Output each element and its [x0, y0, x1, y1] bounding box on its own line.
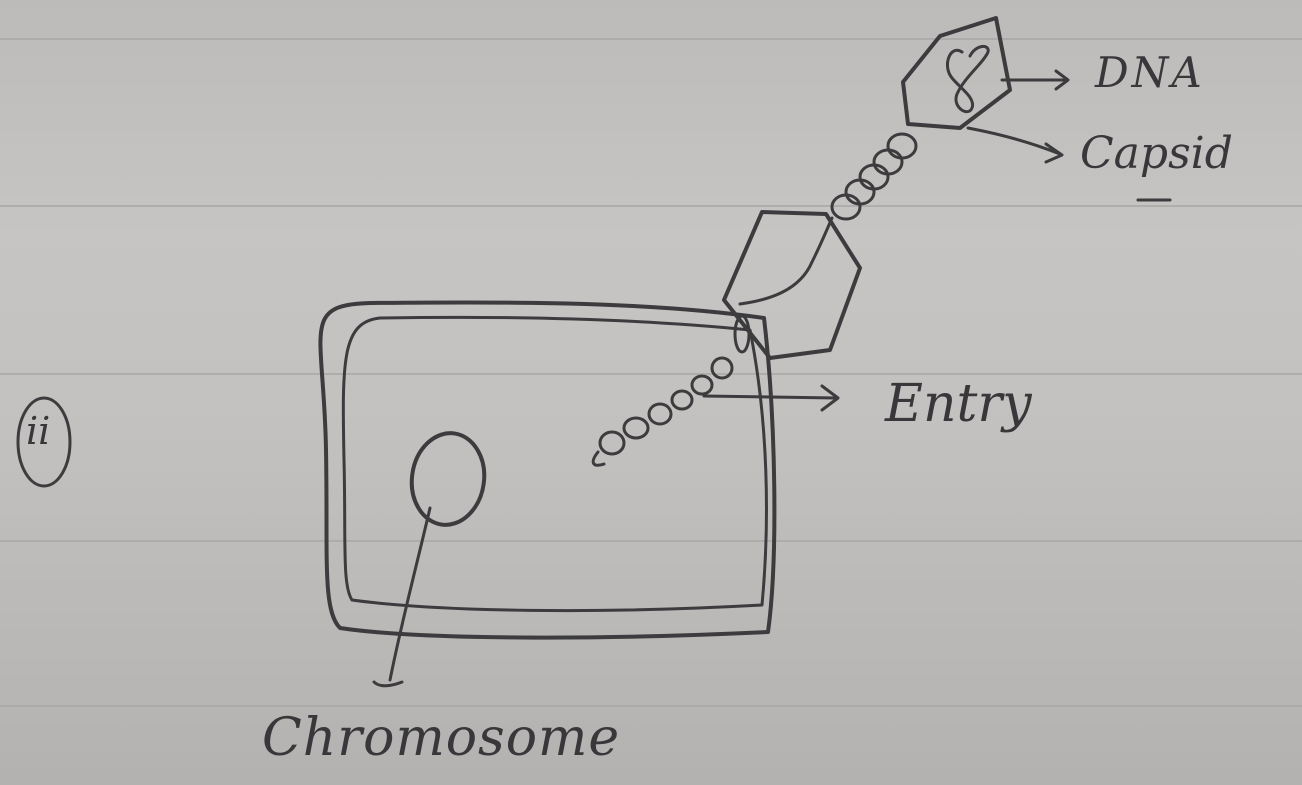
capsid-dna-squiggle	[946, 45, 990, 114]
question-marker: ii	[26, 409, 51, 453]
entering-dna-coil	[670, 389, 694, 411]
capsid-label: Capsid	[1080, 128, 1233, 179]
ruled-line	[0, 38, 1302, 40]
phage-tail-coil	[830, 193, 862, 221]
chromosome-label: Chromosome	[262, 708, 621, 768]
ruled-line	[0, 540, 1302, 542]
dna-arrow	[1000, 69, 1070, 91]
entering-dna-coil	[622, 416, 650, 440]
entering-dna-tail	[591, 450, 606, 467]
phage-tail-coil	[844, 178, 876, 206]
entry-arrow	[702, 384, 840, 412]
phage-tail-coil	[858, 163, 890, 191]
bacterial-cell-wall	[318, 300, 777, 640]
phage-empty-coat	[722, 210, 862, 360]
phage-tail-coil	[872, 148, 904, 176]
entering-dna-coil	[647, 402, 673, 426]
entering-dna-coil	[710, 356, 734, 380]
ruled-line	[0, 705, 1302, 707]
capsid-arrow	[966, 126, 1064, 164]
phage-tail-coil	[886, 132, 918, 160]
dna-label: DNA	[1095, 48, 1205, 97]
chromosome-pointer-end	[372, 680, 404, 688]
phage-coat-fold	[738, 216, 834, 306]
question-marker-circle	[16, 396, 72, 488]
bacterial-cell-membrane	[341, 315, 768, 613]
ruled-line	[0, 373, 1302, 375]
entering-dna-coil	[733, 314, 751, 354]
chromosome-pointer-line	[388, 506, 432, 682]
entry-label: Entry	[885, 374, 1032, 434]
ruled-line	[0, 205, 1302, 207]
phage-capsid-head	[901, 16, 1012, 130]
chromosome-oval	[409, 431, 487, 527]
entering-dna-coil	[690, 374, 714, 396]
entering-dna-coil	[598, 430, 626, 456]
